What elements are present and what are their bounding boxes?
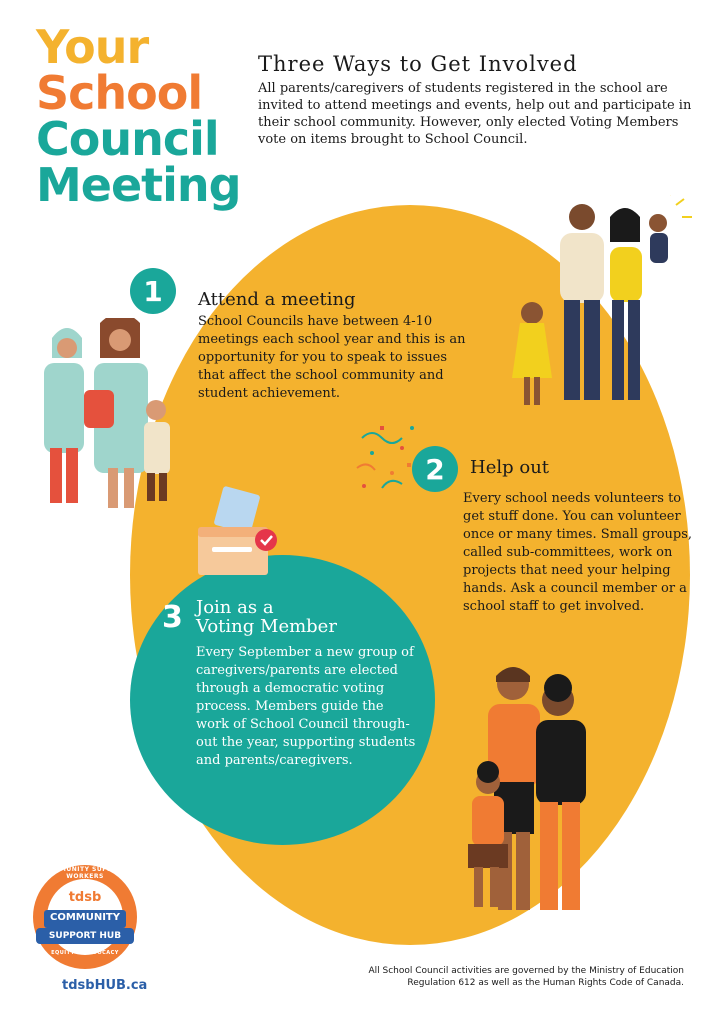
section-3-text: Every September a new group of caregiver… — [196, 645, 416, 768]
hub-website-link[interactable]: tdsbHUB.ca — [62, 978, 148, 993]
header-heading: Three Ways to Get Involved — [258, 52, 578, 76]
logo-ring-bottom: EQUITY & ADVOCACY — [51, 950, 119, 956]
logo-brand: tdsb — [68, 890, 102, 905]
section-1-heading: Attend a meeting — [198, 289, 356, 310]
logo-line1: COMMUNITY — [49, 912, 120, 923]
ballot-box-icon — [198, 486, 277, 575]
footer-note: All School Council activities are govern… — [368, 965, 684, 989]
section-3-heading-line2: Voting Member — [196, 616, 337, 637]
section-3-heading-line1: Join as a — [196, 597, 274, 618]
section-2-heading: Help out — [470, 457, 550, 478]
teal-circle-background — [130, 555, 435, 845]
family-bottom-illustration — [468, 667, 586, 910]
community-support-hub-logo — [33, 865, 137, 969]
title-school: School — [36, 66, 203, 120]
confetti-illustration — [356, 426, 414, 489]
family-illustration — [512, 195, 692, 405]
title-your: Your — [36, 20, 149, 74]
section-1-text: School Councils have between 4-10 meetin… — [198, 314, 466, 401]
title-council: Council — [36, 112, 220, 166]
footer-line-2: Regulation 612 as well as the Human Righ… — [407, 978, 684, 988]
section-2-number: 2 — [412, 446, 458, 492]
logo-line2: SUPPORT HUB — [48, 931, 122, 941]
mothers-and-child-illustration — [44, 318, 170, 508]
header-text: All parents/caregivers of students regis… — [258, 81, 692, 147]
section-3-number: 3 — [162, 600, 183, 635]
footer-line-1: All School Council activities are govern… — [368, 966, 684, 976]
section-1-number: 1 — [130, 268, 176, 314]
logo-ring-top: COMMUNITY SUPPORT WORKERS — [42, 866, 128, 880]
section-2-text: Every school needs volunteers to get stu… — [463, 491, 693, 614]
title-meeting: Meeting — [36, 158, 242, 212]
